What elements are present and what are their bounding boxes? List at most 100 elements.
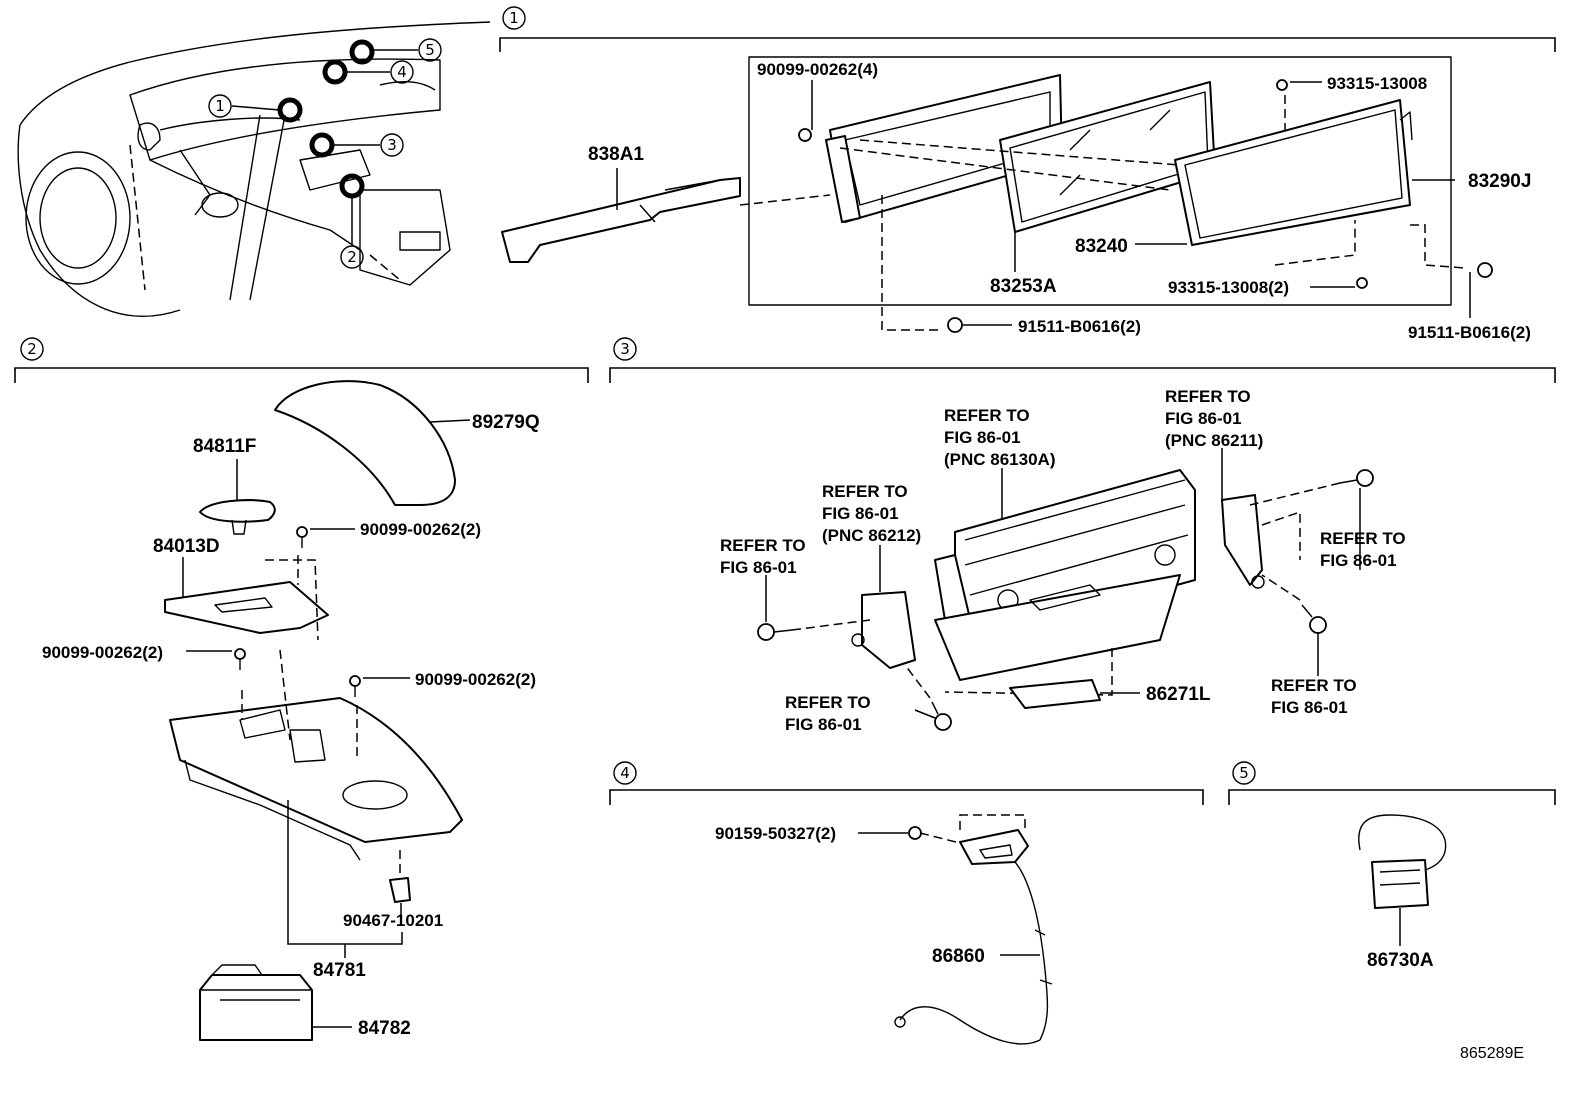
overview-marker-1[interactable]: 1	[208, 94, 232, 118]
label-83290J[interactable]: 83290J	[1468, 171, 1531, 192]
bracket-86271L[interactable]	[1009, 679, 1101, 709]
refer-86211-line2: FIG 86-01	[1165, 409, 1242, 428]
refer-bottom-right-line1: REFER TO	[1271, 676, 1357, 695]
label-90099-00262-2b[interactable]: 90099-00262(2)	[42, 643, 163, 662]
label-83240[interactable]: 83240	[1075, 236, 1128, 257]
hotspot-3[interactable]	[309, 132, 335, 158]
bolt-bottom[interactable]	[934, 713, 952, 731]
section-4-frame: 4	[609, 761, 1204, 805]
hotspot-2[interactable]	[339, 173, 365, 199]
overview-marker-5-text: 5	[425, 41, 435, 59]
section-3-frame: 3	[609, 337, 1556, 383]
switch-84782[interactable]	[199, 974, 313, 1041]
hotspot-5[interactable]	[349, 39, 375, 65]
cover-89279Q[interactable]	[274, 380, 456, 506]
overview-marker-4[interactable]: 4	[390, 60, 414, 84]
refer-note-left[interactable]: REFER TO FIG 86-01	[720, 536, 806, 577]
refer-86130A-line3: (PNC 86130A)	[944, 450, 1056, 469]
hotspot-4[interactable]	[322, 59, 348, 85]
refer-left-line1: REFER TO	[720, 536, 806, 555]
screw-91511-B0616-2a[interactable]	[947, 317, 963, 333]
bolt-right[interactable]	[1309, 616, 1327, 634]
refer-86212-line3: (PNC 86212)	[822, 526, 921, 545]
nut-90159-50327-2[interactable]	[908, 826, 922, 840]
label-90099-00262-2c[interactable]: 90099-00262(2)	[415, 670, 536, 689]
bracket-838A1[interactable]	[501, 177, 741, 263]
label-93315-13008[interactable]: 93315-13008	[1327, 74, 1427, 93]
overview-marker-3[interactable]: 3	[380, 133, 404, 157]
refer-bottom-right-line2: FIG 86-01	[1271, 698, 1348, 717]
section-1-parts	[501, 56, 1493, 333]
refer-86211-line3: (PNC 86211)	[1165, 431, 1263, 450]
diagram-code: 865289E	[1460, 1045, 1524, 1062]
screw-90099-00262-2b[interactable]	[234, 648, 246, 660]
overview-hotspots	[231, 39, 418, 245]
label-90467-10201[interactable]: 90467-10201	[343, 911, 443, 930]
refer-note-right[interactable]: REFER TO FIG 86-01	[1320, 529, 1406, 570]
section-4-number: 4	[620, 764, 630, 782]
overview-marker-2[interactable]: 2	[340, 245, 364, 269]
refer-86130A-line1: REFER TO	[944, 406, 1030, 425]
label-90099-00262-2a[interactable]: 90099-00262(2)	[360, 520, 481, 539]
section-5-frame: 5	[1228, 761, 1556, 805]
overview-marker-4-text: 4	[397, 63, 407, 81]
label-83253A[interactable]: 83253A	[990, 276, 1057, 297]
bolt-left[interactable]	[757, 623, 775, 641]
overview-marker-1-text: 1	[215, 97, 225, 115]
panel-84013D[interactable]	[164, 581, 329, 634]
switch-base-84781[interactable]	[169, 697, 463, 843]
section-1-frame: 1	[499, 6, 1556, 52]
section-5-parts	[1358, 814, 1447, 946]
label-84781[interactable]: 84781	[313, 960, 366, 981]
label-86860[interactable]: 86860	[932, 946, 985, 967]
part-number-labels: 838A1 90099-00262(4) 93315-13008 83290J …	[42, 60, 1531, 1062]
right-bracket[interactable]	[1221, 494, 1263, 586]
hotspot-1[interactable]	[277, 97, 303, 123]
section-1-number: 1	[509, 9, 519, 27]
label-84013D[interactable]: 84013D	[153, 536, 220, 557]
refer-right-line1: REFER TO	[1320, 529, 1406, 548]
refer-note-86211[interactable]: REFER TO FIG 86-01 (PNC 86211)	[1165, 387, 1263, 450]
refer-note-bottom-right[interactable]: REFER TO FIG 86-01	[1271, 676, 1357, 717]
screw-93315-13008-2[interactable]	[1356, 277, 1368, 289]
screw-90099-00262-2a[interactable]	[296, 526, 308, 538]
label-84811F[interactable]: 84811F	[193, 436, 256, 457]
screw-90099-00262-4[interactable]	[798, 128, 812, 142]
label-838A1[interactable]: 838A1	[588, 144, 644, 165]
section-3-parts	[757, 448, 1374, 731]
overview-marker-2-text: 2	[347, 248, 357, 266]
label-90159-50327-2[interactable]: 90159-50327(2)	[715, 824, 836, 843]
label-86271L[interactable]: 86271L	[1146, 684, 1211, 705]
knob-84811F[interactable]	[199, 499, 276, 523]
refer-note-bottom[interactable]: REFER TO FIG 86-01	[785, 693, 871, 734]
refer-left-line2: FIG 86-01	[720, 558, 797, 577]
screw-91511-B0616-2b[interactable]	[1477, 262, 1493, 278]
section-3-number: 3	[620, 340, 630, 358]
label-84782[interactable]: 84782	[358, 1018, 411, 1039]
bolt-top-right[interactable]	[1356, 469, 1374, 487]
refer-notes: REFER TO FIG 86-01 (PNC 86130A) REFER TO…	[720, 387, 1406, 734]
refer-bottom-line2: FIG 86-01	[785, 715, 862, 734]
section-2-number: 2	[27, 340, 37, 358]
clip-90467-10201[interactable]	[389, 877, 411, 903]
refer-86212-line2: FIG 86-01	[822, 504, 899, 523]
label-89279Q[interactable]: 89279Q	[472, 412, 540, 433]
left-bracket[interactable]	[861, 591, 916, 669]
overview-marker-5[interactable]: 5	[418, 38, 442, 62]
section-2-parts	[164, 380, 471, 1041]
display-assembly-box	[748, 56, 1452, 306]
section-5-number: 5	[1239, 764, 1249, 782]
label-91511-B0616-2b[interactable]: 91511-B0616(2)	[1408, 323, 1531, 342]
screw-93315-13008[interactable]	[1276, 79, 1288, 91]
label-93315-13008-2[interactable]: 93315-13008(2)	[1168, 278, 1289, 297]
refer-86130A-line2: FIG 86-01	[944, 428, 1021, 447]
refer-note-86130A[interactable]: REFER TO FIG 86-01 (PNC 86130A)	[944, 406, 1056, 469]
refer-86211-line1: REFER TO	[1165, 387, 1251, 406]
refer-86212-line1: REFER TO	[822, 482, 908, 501]
label-86730A[interactable]: 86730A	[1367, 950, 1434, 971]
label-90099-00262-4[interactable]: 90099-00262(4)	[757, 60, 878, 79]
label-91511-B0616-2a[interactable]: 91511-B0616(2)	[1018, 317, 1141, 336]
refer-note-86212[interactable]: REFER TO FIG 86-01 (PNC 86212)	[822, 482, 921, 545]
refer-right-line2: FIG 86-01	[1320, 551, 1397, 570]
screw-90099-00262-2c[interactable]	[349, 675, 361, 687]
